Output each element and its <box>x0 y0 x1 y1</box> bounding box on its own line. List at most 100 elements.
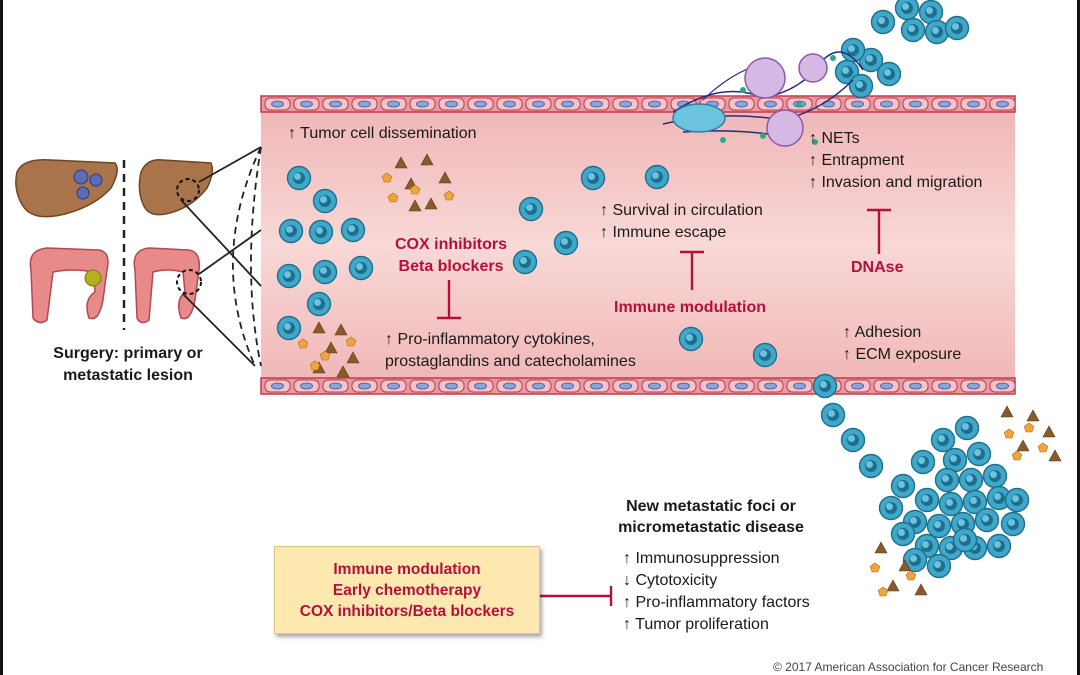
neutrophil-extracellular-trap <box>662 51 864 147</box>
cytokine-triangle <box>420 153 434 166</box>
immune-modulation-label: Immune modulation <box>614 299 766 316</box>
endothelial-cell <box>322 379 349 393</box>
tumor-cell <box>934 467 960 493</box>
endothelial-cell <box>960 379 987 393</box>
tumor-cell <box>858 453 884 479</box>
endothelial-cell <box>844 379 871 393</box>
tumor-cell <box>276 315 302 341</box>
endothelial-cell <box>409 379 436 393</box>
endothelial-cell <box>496 379 523 393</box>
tumor-cell <box>308 219 334 245</box>
endothelial-cell <box>641 97 668 111</box>
tumor-cell <box>986 533 1012 559</box>
cytokine-triangle <box>324 341 338 354</box>
tumor-cell <box>966 441 992 467</box>
cytokine-triangle <box>886 579 900 592</box>
therapy-cox-beta: COX inhibitors/Beta blockers <box>299 602 515 620</box>
tumor-cell <box>553 230 579 256</box>
factor-pentagon <box>869 562 881 573</box>
invasion-label: ↑ Invasion and migration <box>809 174 983 191</box>
tumor-cell <box>954 415 980 441</box>
tumor-cell <box>952 527 978 553</box>
endothelial-cell <box>438 379 465 393</box>
nets-label: ↑ NETs <box>809 130 860 147</box>
liver-icon <box>15 159 118 218</box>
endothelial-cell <box>699 379 726 393</box>
endothelial-cell <box>931 97 958 111</box>
endothelial-cell <box>264 97 291 111</box>
tumor-cell <box>858 47 884 73</box>
survival-label: ↑ Survival in circulation <box>600 202 763 219</box>
factor-pentagon <box>297 338 309 349</box>
endothelial-cell <box>583 97 610 111</box>
tumor-cell <box>982 463 1008 489</box>
cytokine-triangle <box>914 583 928 596</box>
factor-pentagon <box>1011 450 1023 461</box>
tumor-cell <box>306 291 332 317</box>
factor-pentagon <box>1003 428 1015 439</box>
endothelial-cell <box>583 379 610 393</box>
factor-pentagon <box>387 192 399 203</box>
prostaglandins-label: prostaglandins and catecholamines <box>385 353 636 370</box>
factor-pentagon <box>319 350 331 361</box>
tumor-cell <box>878 495 904 521</box>
tumor-cell <box>894 0 920 21</box>
factor-pentagon <box>345 336 357 347</box>
cytokine-triangle <box>312 321 326 334</box>
tumor-cell <box>924 19 950 45</box>
tumor-cell <box>890 521 916 547</box>
cytokine-triangle <box>1042 425 1056 438</box>
therapy-early-chemotherapy: Early chemotherapy <box>332 581 482 599</box>
endothelial-cell <box>844 97 871 111</box>
tumor-cell <box>870 9 896 35</box>
endothelial-cell <box>670 379 697 393</box>
tumor-cell <box>312 188 338 214</box>
tumor-cell <box>958 467 984 493</box>
tumor-cell <box>986 485 1012 511</box>
endothelial-cell <box>438 97 465 111</box>
tumor-cell <box>820 402 846 428</box>
endothelial-cell <box>873 97 900 111</box>
endothelial-cell <box>728 97 755 111</box>
endothelial-cell <box>554 379 581 393</box>
factor-pentagon <box>443 190 455 201</box>
factor-pentagon <box>381 172 393 183</box>
cytokine-triangle <box>438 171 452 184</box>
cytokine-triangle <box>408 199 422 212</box>
immunosuppression-label: ↑ Immunosuppression <box>623 550 780 567</box>
tumor-cell <box>938 491 964 517</box>
endothelial-cell <box>989 97 1016 111</box>
surgery-caption-line2: metastatic lesion <box>63 367 193 384</box>
cytokine-triangle <box>1048 449 1062 462</box>
cytokines-label: ↑ Pro-inflammatory cytokines, <box>385 331 595 348</box>
connector-lines <box>180 146 262 367</box>
tumor-cell <box>974 507 1000 533</box>
dissemination-label: ↑ Tumor cell dissemination <box>288 125 477 142</box>
cytokine-triangle <box>898 559 912 572</box>
endothelial-cell <box>902 97 929 111</box>
endothelial-cell <box>409 97 436 111</box>
cytokine-triangle <box>1000 405 1014 418</box>
tumor-cell <box>910 449 936 475</box>
factor-pentagon <box>1037 442 1049 453</box>
tumor-cell <box>944 15 970 41</box>
cytokine-triangle <box>424 197 438 210</box>
tumor-cell <box>914 487 940 513</box>
endothelial-cells-top <box>264 97 1016 111</box>
endothelial-cell <box>989 379 1016 393</box>
tumor-cell <box>840 37 866 63</box>
endothelial-cell <box>612 379 639 393</box>
endothelial-cell <box>757 379 784 393</box>
tumor-cell <box>930 427 956 453</box>
tumor-cell <box>644 164 670 190</box>
circulating-tumor-cells <box>276 0 1030 579</box>
cytokine-triangle <box>334 323 348 336</box>
endothelial-cell <box>525 97 552 111</box>
copyright-notice: © 2017 American Association for Cancer R… <box>773 660 1044 674</box>
colon-icon <box>29 247 109 324</box>
tumor-cell <box>580 165 606 191</box>
tumor-cell <box>942 447 968 473</box>
tumor-cell <box>926 513 952 539</box>
entrapment-label: ↑ Entrapment <box>809 152 905 169</box>
ecm-label: ↑ ECM exposure <box>843 346 962 363</box>
